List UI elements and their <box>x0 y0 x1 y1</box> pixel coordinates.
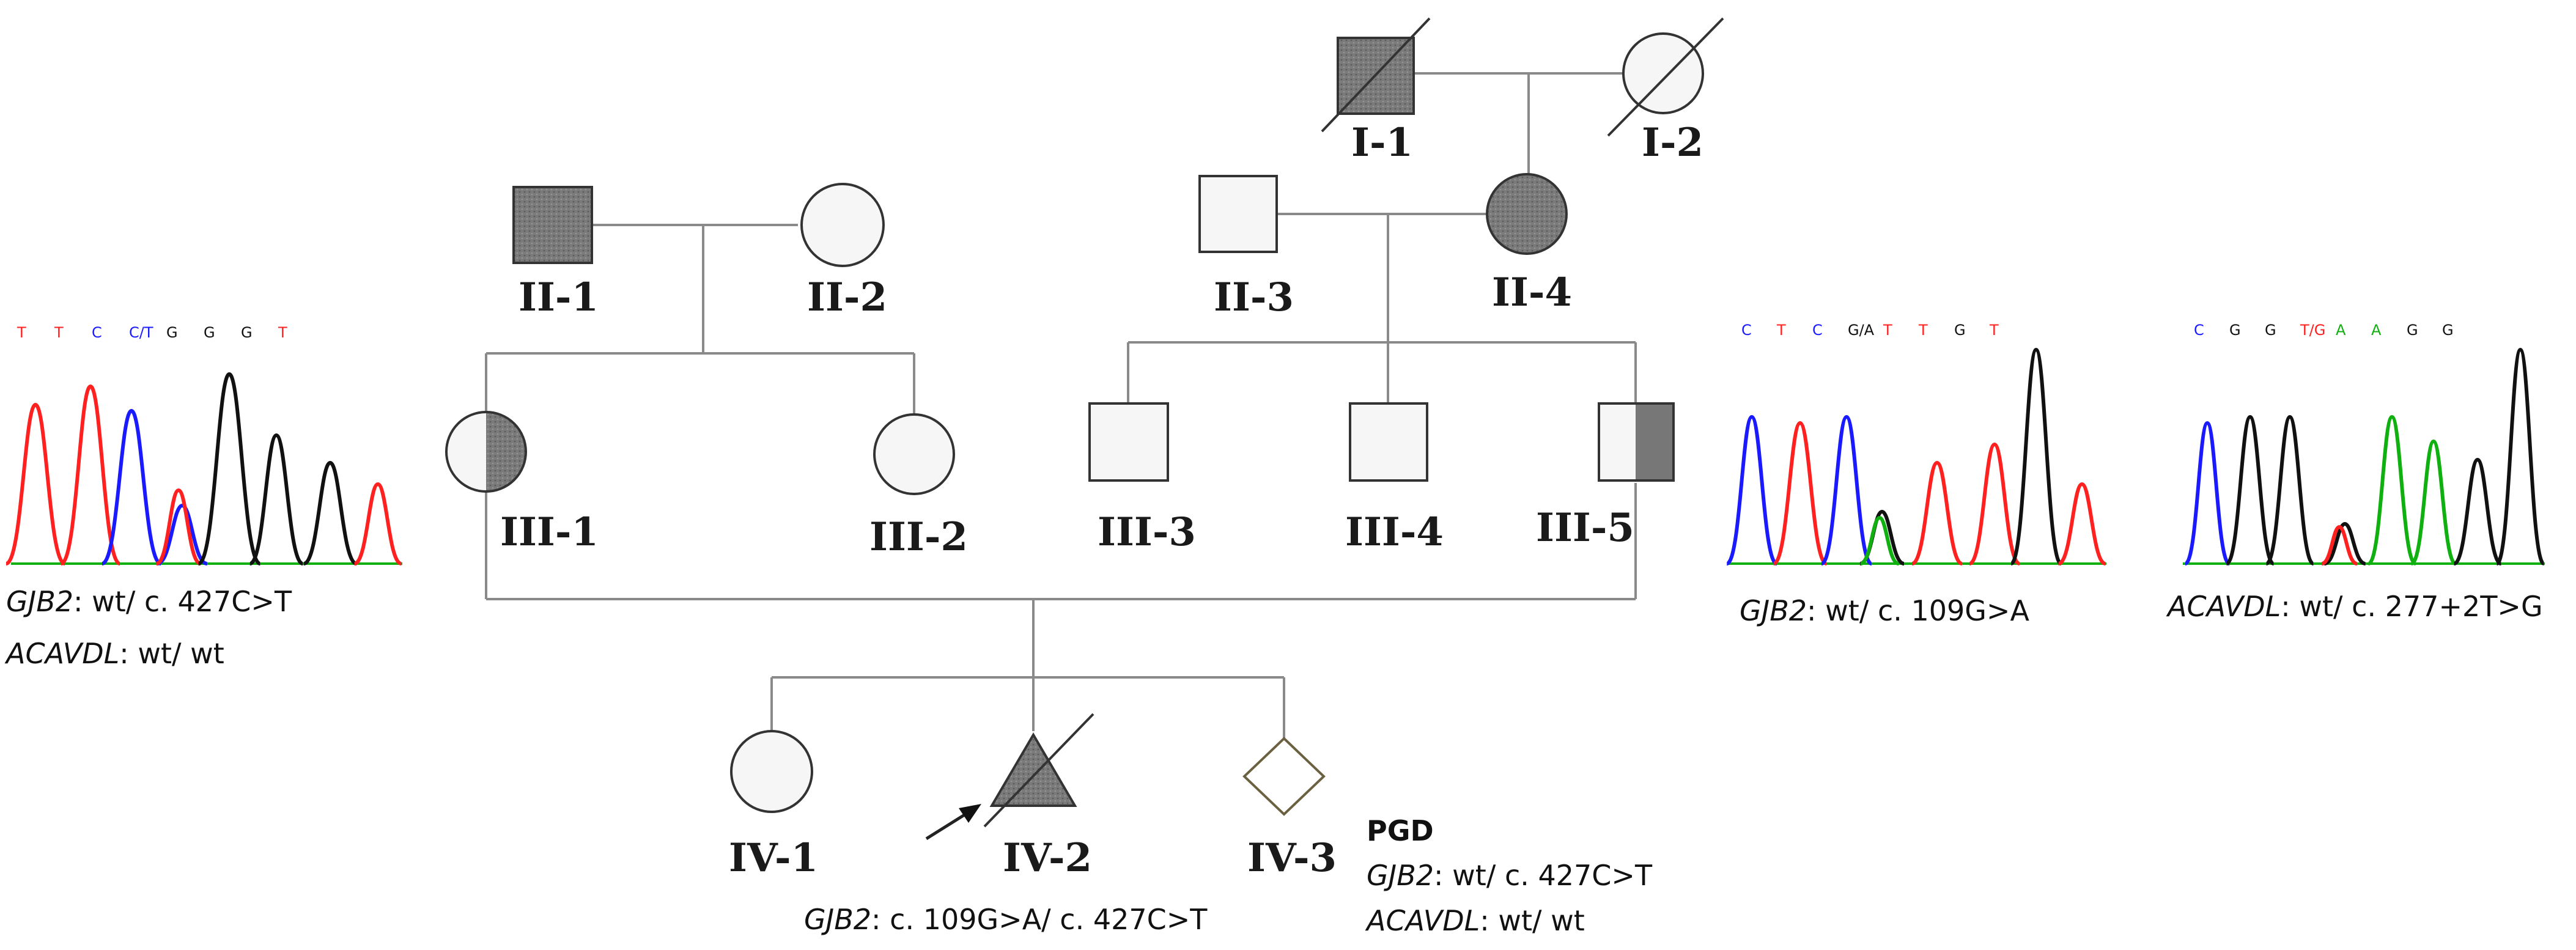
label-II-4: II-4 <box>1492 270 1572 315</box>
base-call-far-right-1: G <box>2229 322 2241 339</box>
base-call-mid-right-6: G <box>1954 322 1966 339</box>
base-call-mid-right-7: T <box>1989 322 1999 339</box>
label-IV-3: IV-3 <box>1247 835 1337 881</box>
base-call-left-1: T <box>54 324 64 341</box>
base-call-mid-right-3: G/A <box>1848 322 1875 339</box>
label-III-1: III-1 <box>500 509 599 555</box>
chromatogram-left-trace-8 <box>353 482 402 565</box>
base-call-mid-right-4: T <box>1883 322 1892 339</box>
individual-II-3 <box>1198 175 1278 253</box>
base-call-left-4: G <box>166 324 178 341</box>
chromatogram-far-right-trace-8 <box>2495 348 2546 565</box>
base-call-left-3: C/T <box>129 324 153 341</box>
chromatogram-mid-right-trace-7 <box>2009 348 2063 565</box>
caption-left-line2: ACAVDL: wt/ wt <box>4 637 224 670</box>
base-call-left-7: T <box>278 324 287 341</box>
chromatogram-left-trace-7 <box>303 461 358 565</box>
chromatogram-far-right-trace-7 <box>2453 458 2502 565</box>
chromatogram-left: T T C C/T G G G T <box>5 324 402 565</box>
base-call-far-right-6: G <box>2407 322 2418 339</box>
label-III-4: III-4 <box>1345 509 1444 555</box>
chromatogram-left-trace-2 <box>101 409 162 565</box>
label-IV-1: IV-1 <box>729 835 818 881</box>
individual-III-4 <box>1349 402 1428 482</box>
chromatogram-far-right-trace-2 <box>2265 415 2315 565</box>
label-III-2: III-2 <box>869 514 968 560</box>
individual-II-4 <box>1486 173 1568 255</box>
chromatogram-mid-right-trace-8 <box>2057 482 2106 565</box>
chromatogram-far-right-trace-3 <box>2323 522 2366 565</box>
caption-pgd-line2: ACAVDL: wt/ wt <box>1365 904 1585 937</box>
individual-III-5 <box>1598 402 1675 482</box>
base-call-left-0: T <box>17 324 26 341</box>
base-call-far-right-3: T/G <box>2300 322 2325 339</box>
pedigree-lines <box>485 72 1637 738</box>
label-I-2: I-2 <box>1642 120 1703 166</box>
chromatogram-left-trace-5 <box>197 372 261 565</box>
proband-arrow-icon <box>925 804 981 841</box>
chromatogram-far-right-trace-1 <box>2225 415 2275 565</box>
chromatogram-left-trace-4 <box>155 488 202 565</box>
base-call-mid-right-2: C <box>1812 322 1823 339</box>
chromatogram-far-right-trace-6 <box>2410 440 2457 565</box>
chromatogram-far-right-trace-5 <box>2367 415 2417 565</box>
chromatogram-mid-right-trace-6 <box>1968 443 2021 565</box>
individual-III-2 <box>873 413 955 495</box>
chromatogram-far-right-trace-0 <box>2184 421 2231 565</box>
base-call-left-6: G <box>241 324 253 341</box>
individual-IV-3 <box>1242 737 1326 816</box>
base-call-far-right-2: G <box>2265 322 2276 339</box>
individual-IV-2 <box>983 713 1094 828</box>
base-call-far-right-4: A <box>2336 322 2346 339</box>
individual-II-1 <box>512 186 593 264</box>
chromatogram-left-trace-6 <box>249 433 304 565</box>
chromatogram-mid-right-trace-4 <box>1859 516 1900 565</box>
chromatogram-left-trace-3 <box>157 504 208 565</box>
base-call-mid-right-5: T <box>1918 322 1928 339</box>
label-II-1: II-1 <box>519 274 599 320</box>
label-III-3: III-3 <box>1098 509 1196 555</box>
chromatogram-far-right-trace-4 <box>2321 525 2358 565</box>
base-call-mid-right-1: T <box>1776 322 1786 339</box>
chromatogram-left-trace-0 <box>5 403 66 565</box>
chromatogram-mid-right-trace-2 <box>1820 415 1873 565</box>
chromatogram-mid-right: C T C G/A T T G T <box>1725 322 2106 565</box>
individual-IV-1 <box>730 730 813 813</box>
caption-pgd-line1: GJB2: wt/ c. 427C>T <box>1367 859 1653 892</box>
chromatogram-left-trace-1 <box>60 385 121 565</box>
base-call-left-5: G <box>204 324 215 341</box>
base-call-mid-right-0: C <box>1741 322 1752 339</box>
individual-III-1 <box>445 411 527 493</box>
label-III-5: III-5 <box>1536 505 1634 551</box>
caption-proband: GJB2: c. 109G>A/ c. 427C>T <box>804 903 1208 936</box>
caption-mid-right: GJB2: wt/ c. 109G>A <box>1740 594 2029 627</box>
chromatogram-mid-right-trace-1 <box>1773 421 1828 565</box>
chromatogram-far-right: C G G T/G A A G G <box>2183 322 2546 565</box>
individual-I-2 <box>1607 17 1724 137</box>
chromatogram-mid-right-trace-0 <box>1725 415 1778 565</box>
base-call-far-right-0: C <box>2194 322 2204 339</box>
label-II-3: II-3 <box>1214 274 1294 320</box>
individual-II-2 <box>800 183 885 267</box>
label-IV-2: IV-2 <box>1003 835 1092 881</box>
individual-I-1 <box>1321 17 1431 133</box>
label-II-2: II-2 <box>807 274 887 320</box>
label-I-1: I-1 <box>1351 120 1413 166</box>
chromatogram-mid-right-trace-5 <box>1911 461 1963 565</box>
base-call-left-2: C <box>92 324 102 341</box>
caption-pgd-title: PGD <box>1367 814 1434 847</box>
base-call-far-right-5: A <box>2371 322 2382 339</box>
base-call-far-right-7: G <box>2442 322 2454 339</box>
caption-far-right: ACAVDL: wt/ c. 277+2T>G <box>2166 590 2543 623</box>
caption-left-line1: GJB2: wt/ c. 427C>T <box>6 585 292 618</box>
individual-III-3 <box>1088 402 1169 482</box>
